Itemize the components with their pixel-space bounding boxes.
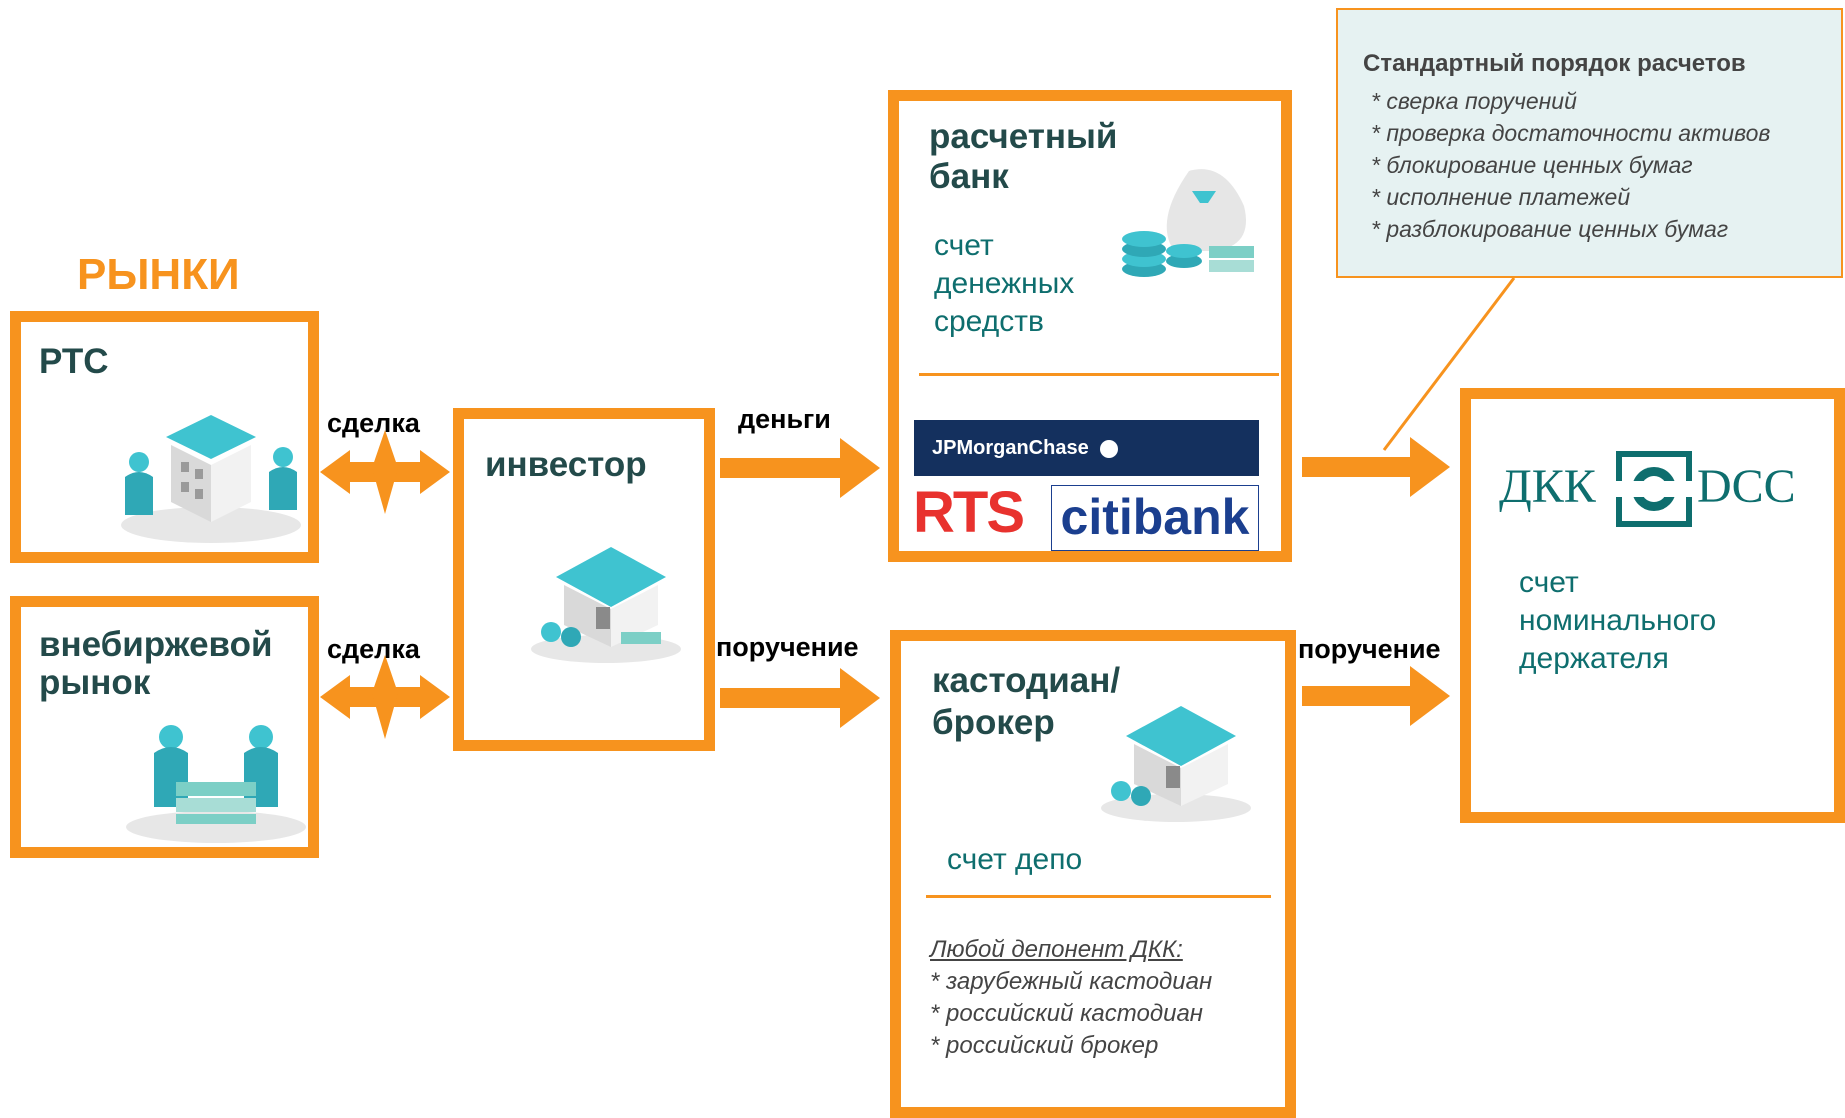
node-investor: инвестор xyxy=(453,408,715,751)
edge-label-deal-bottom: сделка xyxy=(327,634,420,664)
citibank-logo: citibank xyxy=(1051,485,1259,551)
building-people-icon xyxy=(121,415,301,543)
node-custodian-title-line1: кастодиан/ xyxy=(932,661,1121,700)
dcc-logo-mark xyxy=(1616,451,1692,527)
note-item-2: * проверка достаточности активов xyxy=(1371,120,1771,146)
dcc-logo: ДКК DCC xyxy=(1499,451,1819,531)
bank-building-icon xyxy=(531,547,681,663)
people-money-icon xyxy=(126,725,306,843)
deal-arrow-top-star xyxy=(372,430,398,514)
node-otc: внебиржевой рынок xyxy=(10,596,319,858)
deal-arrow-bottom-star xyxy=(372,655,398,739)
node-custodian-broker: кастодиан/ брокер счет депо xyxy=(890,630,1296,1118)
edge-label-money: деньги xyxy=(738,404,831,434)
note-item-3: * блокирование ценных бумаг xyxy=(1371,152,1693,178)
bank-account-line3: средств xyxy=(934,305,1044,338)
edge-label-deal-top: сделка xyxy=(327,408,420,438)
node-bank-title-line2: банк xyxy=(929,157,1009,196)
node-custodian-title-line2: брокер xyxy=(932,703,1055,742)
jpmorgan-octagon-icon xyxy=(1100,439,1119,458)
order-arrow-custodian xyxy=(720,668,880,728)
node-settlement-bank: расчетный банк счет денежных средств JPM… xyxy=(888,90,1292,562)
edge-label-order-custodian: поручение xyxy=(716,632,859,662)
edge-label-order-dcc: поручение xyxy=(1298,634,1441,664)
note-item-1: * сверка поручений xyxy=(1371,88,1577,114)
markets-heading: РЫНКИ xyxy=(77,250,240,299)
coins-money-bag-icon xyxy=(1122,169,1254,277)
money-arrow xyxy=(720,438,880,498)
dcc-account-line2: номинального xyxy=(1519,604,1717,637)
node-investor-title: инвестор xyxy=(485,445,647,484)
depositor-item-3: * российский брокер xyxy=(930,1032,1159,1059)
depositors-heading: Любой депонент ДКК: xyxy=(930,936,1183,963)
dcc-logo-left: ДКК xyxy=(1499,460,1596,513)
custodian-account: счет депо xyxy=(947,843,1083,876)
order-arrow-dcc xyxy=(1302,666,1450,726)
bank-building-icon xyxy=(1101,706,1251,822)
bank-divider xyxy=(919,373,1279,376)
bank-account-line2: денежных xyxy=(934,267,1075,300)
rts-logo: RTS xyxy=(913,480,1025,545)
node-rts: РТС xyxy=(10,311,319,563)
node-bank-title-line1: расчетный xyxy=(929,117,1118,156)
settlement-procedure-note: Стандартный порядок расчетов * сверка по… xyxy=(1336,8,1843,278)
dcc-logo-right: DCC xyxy=(1697,460,1796,513)
custodian-divider xyxy=(926,895,1271,898)
note-item-4: * исполнение платежей xyxy=(1371,184,1631,210)
note-callout-line xyxy=(1382,277,1516,451)
node-dcc: ДКК DCC счет номинального держателя xyxy=(1460,388,1845,823)
dcc-account-line1: счет xyxy=(1519,566,1579,599)
jpmorgan-logo-text: JPMorganChase xyxy=(932,437,1089,459)
depositor-item-2: * российский кастодиан xyxy=(930,1000,1204,1027)
dcc-account-line3: держателя xyxy=(1519,642,1669,675)
node-rts-title: РТС xyxy=(39,342,109,381)
bank-account-line1: счет xyxy=(934,229,994,262)
jpmorgan-logo: JPMorganChase xyxy=(914,420,1259,476)
arrow-bank-to-dcc xyxy=(1302,437,1450,497)
depositor-item-1: * зарубежный кастодиан xyxy=(930,968,1213,995)
note-item-5: * разблокирование ценных бумаг xyxy=(1371,216,1729,242)
note-title: Стандартный порядок расчетов xyxy=(1363,50,1746,77)
node-otc-title-line2: рынок xyxy=(39,663,151,702)
node-otc-title-line1: внебиржевой xyxy=(39,625,273,664)
